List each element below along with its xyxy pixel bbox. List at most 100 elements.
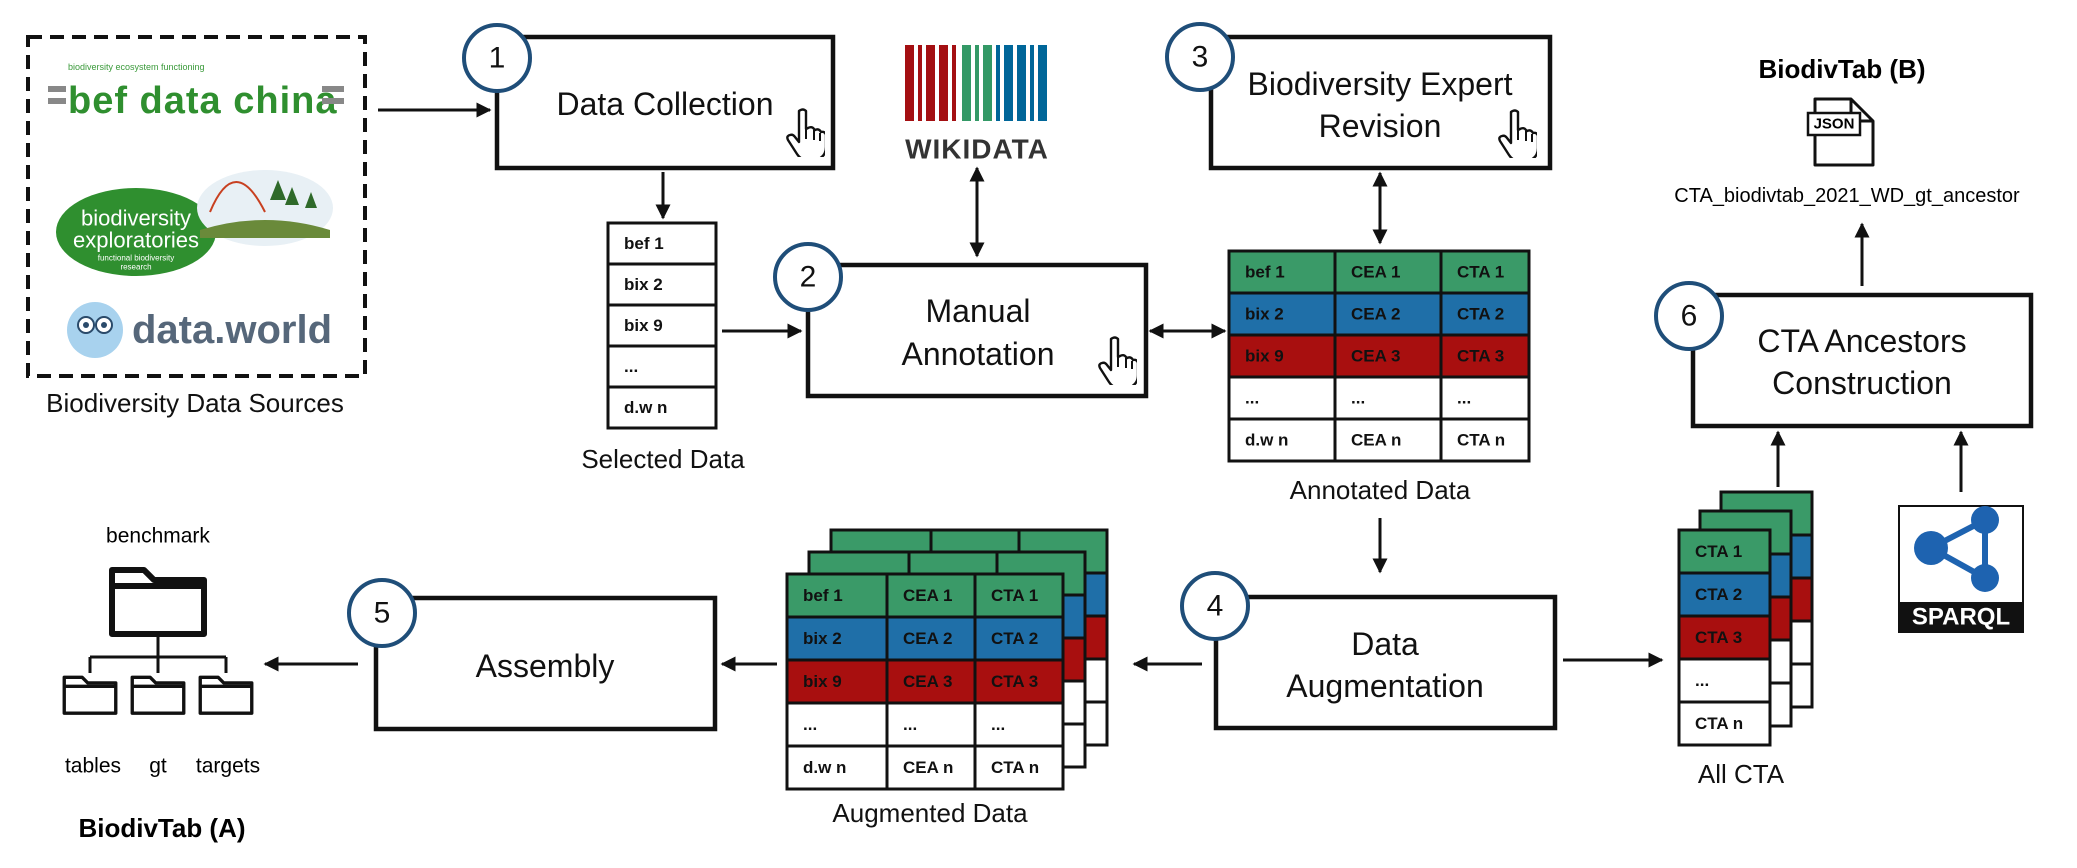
annotated-data-cell-text: CTA 2 — [1457, 305, 1504, 324]
folder-label-targets: targets — [196, 755, 260, 778]
annotated-data-cell-text: CTA 1 — [1457, 263, 1504, 282]
step-number-3: 3 — [1192, 41, 1209, 74]
annotated-data-cell-text: bix 9 — [1245, 347, 1284, 366]
augmented-data-cell-text: bix 9 — [803, 672, 842, 691]
biodivtab-a-title: BiodivTab (A) — [78, 813, 245, 843]
annotated-data-cell — [1439, 291, 1531, 337]
expert-revision-box — [1208, 34, 1553, 171]
all-cta-cell-text: CTA n — [1695, 714, 1743, 733]
augmented-data-cell — [885, 658, 977, 705]
selected-data-cell-text: bix 2 — [624, 275, 663, 294]
step-circle-2 — [773, 242, 843, 312]
annotated-data-cell-text: CTA 3 — [1457, 347, 1504, 366]
selected-data-caption: Selected Data — [581, 444, 745, 474]
selected-data-cell-text: bef 1 — [624, 234, 664, 253]
cta-ancestors-box — [1690, 292, 2034, 429]
bef-tagline: biodiversity ecosystem functioning — [68, 62, 205, 72]
all-cta-cell — [1677, 657, 1772, 704]
step-circle-4 — [1180, 571, 1250, 641]
benchmark-label: benchmark — [106, 525, 210, 548]
expert-revision-label-1: Biodiversity Expert — [1248, 66, 1513, 102]
step-number-4: 4 — [1207, 590, 1224, 623]
annotated-data-cell-text: ... — [1351, 389, 1365, 408]
annotated-data-cell-text: CTA n — [1457, 431, 1505, 450]
svg-text:biodiversity: biodiversity — [81, 206, 191, 231]
augmented-data-cell-text: ... — [991, 715, 1005, 734]
all-cta-cell-text: ... — [1695, 671, 1709, 690]
annotated-data-cell-text: ... — [1245, 389, 1259, 408]
augmented-data-cell-text: CTA n — [991, 758, 1039, 777]
augmented-data-cell-text: CTA 2 — [991, 629, 1038, 648]
selected-data-cell-text: bix 9 — [624, 316, 663, 335]
annotated-data-cell — [1439, 417, 1531, 463]
selected-data-cell — [606, 303, 718, 348]
folder-icon — [112, 570, 204, 634]
annotated-data-cell — [1439, 375, 1531, 421]
annotated-data-cell-text: CEA n — [1351, 431, 1401, 450]
manual-annotation-label-1: Manual — [926, 293, 1031, 329]
assembly-label: Assembly — [476, 648, 615, 684]
data-augmentation-box — [1213, 594, 1558, 731]
annotated-data-cell — [1333, 249, 1443, 295]
data-augmentation-label-2: Augmentation — [1286, 668, 1483, 704]
augmented-data-cell — [785, 701, 889, 748]
augmented-data-cell-text: bef 1 — [803, 586, 843, 605]
wikidata-icon — [905, 45, 1047, 121]
data-collection-box — [494, 34, 836, 171]
step-number-2: 2 — [800, 261, 817, 294]
augmented-data-cell-text: CTA 1 — [991, 586, 1038, 605]
sparql-logo-text: SPARQL — [1912, 604, 2010, 631]
annotated-data-caption: Annotated Data — [1290, 475, 1471, 505]
annotated-data-cell-text: CEA 1 — [1351, 263, 1400, 282]
expert-revision-label-2: Revision — [1319, 108, 1442, 144]
all-cta-cell-text: CTA 2 — [1695, 585, 1742, 604]
augmented-data-cell — [785, 744, 889, 791]
augmented-data-cell — [973, 572, 1065, 619]
biodivtab-b-title: BiodivTab (B) — [1758, 54, 1925, 84]
manual-annotation-label-2: Annotation — [901, 336, 1054, 372]
augmented-data-cell-text: CEA n — [903, 758, 953, 777]
selected-data-cell-text: ... — [624, 357, 638, 376]
assembly-box — [373, 595, 718, 732]
augmented-data-cell-text: bix 2 — [803, 629, 842, 648]
augmented-data-cell-text: CEA 1 — [903, 586, 952, 605]
all-cta-caption: All CTA — [1698, 759, 1785, 789]
annotated-data-cell — [1439, 333, 1531, 379]
step-circle-6 — [1654, 281, 1724, 351]
annotated-data-cell — [1333, 333, 1443, 379]
data-world-logo: data.world — [67, 302, 332, 358]
svg-text:data.world: data.world — [132, 308, 332, 352]
folder-icon — [130, 675, 186, 715]
augmented-data-cell-text: d.w n — [803, 758, 846, 777]
step-circle-5 — [347, 578, 417, 648]
folder-icon — [62, 675, 118, 715]
selected-data-cell — [606, 262, 718, 307]
wikidata-logo-text: WIKIDATA — [905, 134, 1049, 165]
folder-label-tables: tables — [65, 755, 121, 778]
annotated-data-cell — [1333, 417, 1443, 463]
selected-data-cell — [606, 385, 718, 430]
svg-text:functional biodiversity: functional biodiversity — [98, 254, 174, 263]
annotated-data-cell — [1439, 249, 1531, 295]
all-cta-cell — [1677, 614, 1772, 661]
svg-text:JSON: JSON — [1814, 116, 1855, 133]
cta-ancestors-label-1: CTA Ancestors — [1757, 323, 1966, 359]
augmented-data-caption: Augmented Data — [832, 798, 1028, 828]
step-circle-1 — [462, 23, 532, 93]
augmented-data-cell — [973, 658, 1065, 705]
svg-text:bef data china: bef data china — [68, 80, 338, 122]
step-circle-3 — [1165, 22, 1235, 92]
output-b-filename: CTA_biodivtab_2021_WD_gt_ancestor — [1674, 185, 2020, 207]
all-cta-cell — [1677, 700, 1772, 747]
all-cta-cell-text: CTA 3 — [1695, 628, 1742, 647]
augmented-data-cell-text: ... — [803, 715, 817, 734]
augmented-data-cell-text: ... — [903, 715, 917, 734]
sparql-icon: SPARQL — [1898, 505, 2024, 633]
step-number-5: 5 — [374, 597, 391, 630]
svg-text:research: research — [120, 263, 151, 272]
annotated-data-cell-text: bix 2 — [1245, 305, 1284, 324]
